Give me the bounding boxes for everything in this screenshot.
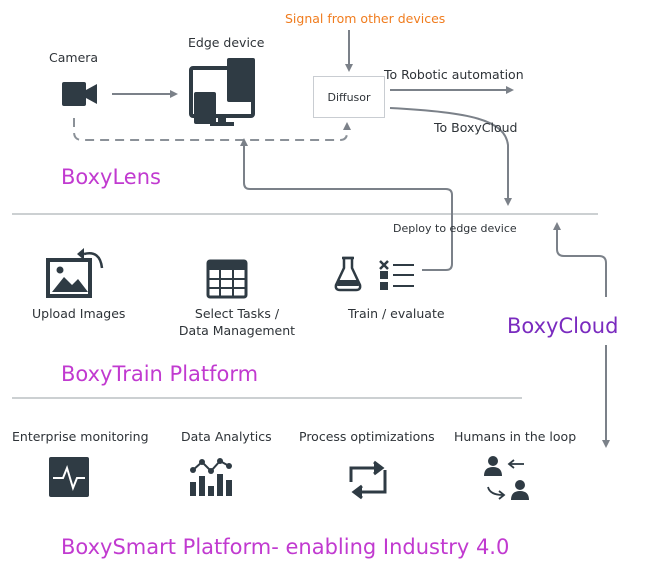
arrow-cloud-up <box>553 222 607 297</box>
checklist-icon <box>379 260 414 290</box>
camera-icon <box>62 82 97 106</box>
signal-label: Signal from other devices <box>285 11 446 26</box>
select-tasks-line1: Select Tasks / <box>194 306 280 321</box>
select-tasks-label: Select Tasks / Data Management <box>175 306 299 338</box>
edge-device-icon <box>189 58 255 126</box>
select-tasks-icon <box>206 259 248 299</box>
upload-images-icon <box>46 248 104 298</box>
arrow-deploy-to-edge <box>240 138 453 271</box>
boxylens-title: BoxyLens <box>61 165 161 189</box>
flask-icon <box>334 256 362 292</box>
enterprise-monitoring-label: Enterprise monitoring <box>12 429 149 444</box>
dashed-camera-to-diffusor <box>73 118 351 141</box>
boxytrain-title: BoxyTrain Platform <box>61 362 259 386</box>
select-tasks-line2: Data Management <box>178 323 296 338</box>
data-analytics-label: Data Analytics <box>181 429 272 444</box>
arrow-to-boxycloud <box>389 107 512 206</box>
boxycloud-title: BoxyCloud <box>507 314 619 338</box>
upload-images-label: Upload Images <box>32 306 126 321</box>
monitoring-icon <box>49 457 89 497</box>
boxysmart-title: BoxySmart Platform- enabling Industry 4.… <box>61 535 510 559</box>
humans-in-loop-label: Humans in the loop <box>454 429 577 444</box>
humans-loop-icon <box>484 456 529 500</box>
camera-label: Camera <box>49 50 99 65</box>
deploy-label: Deploy to edge device <box>393 222 517 235</box>
to-boxycloud-label: To BoxyCloud <box>434 120 518 135</box>
process-optimizations-label: Process optimizations <box>299 429 435 444</box>
cycle-icon <box>349 460 387 500</box>
diffusor-box: Diffusor <box>313 76 385 118</box>
diffusor-label: Diffusor <box>327 90 371 104</box>
train-evaluate-label: Train / evaluate <box>348 306 445 321</box>
analytics-icon <box>190 458 232 496</box>
edge-device-label: Edge device <box>188 35 265 50</box>
robotic-automation-label: To Robotic automation <box>384 67 524 82</box>
